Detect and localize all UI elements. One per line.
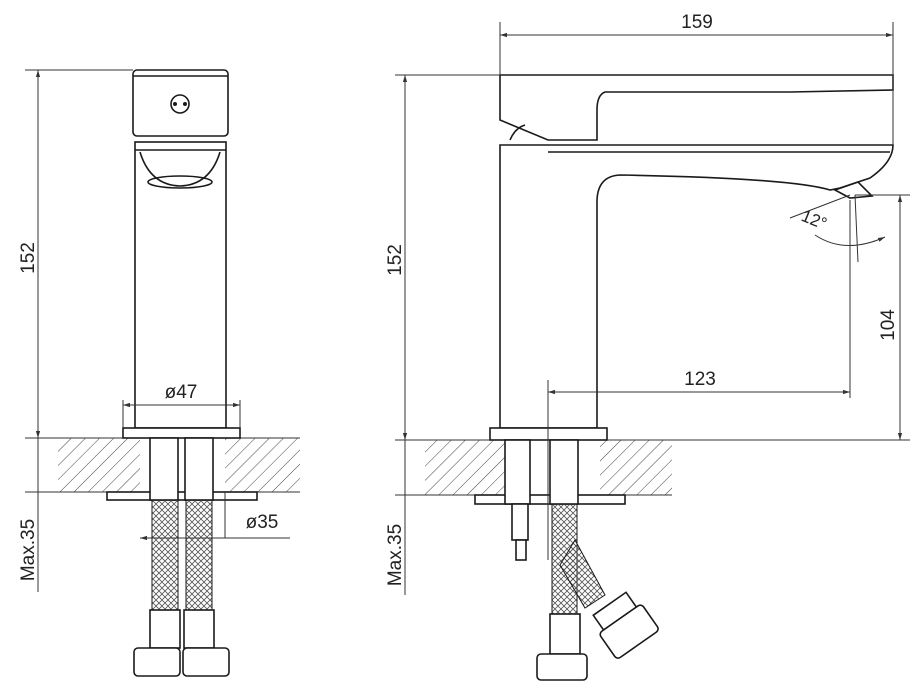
- hose-right: [185, 499, 213, 611]
- countertop-section: [58, 438, 140, 492]
- hose-left: [151, 499, 179, 611]
- front-view: 152 Max.35 ø47 ø35: [18, 69, 300, 677]
- reach-label: 123: [684, 369, 716, 390]
- aerator: [147, 175, 213, 189]
- side-max-thickness-label: Max.35: [385, 524, 406, 586]
- nut-angled: [599, 604, 659, 659]
- side-height-label: 152: [385, 244, 406, 276]
- spout-body: [499, 144, 894, 429]
- countertop-section-side: [425, 440, 505, 495]
- nut-left: [133, 647, 181, 677]
- aerator-side: [833, 181, 874, 199]
- length-label: 159: [681, 12, 713, 33]
- front-height-label: 152: [18, 242, 39, 274]
- angle-label: 12°: [799, 206, 830, 233]
- side-view: 159 152 Max.35 104 123 12°: [385, 12, 910, 681]
- hose-side-angled: [559, 538, 606, 609]
- handle-indicator: [170, 94, 190, 114]
- spout-height-label: 104: [878, 309, 899, 341]
- nut-right: [182, 647, 230, 677]
- lever-handle: [499, 74, 894, 141]
- base-plate: [122, 427, 241, 439]
- handle: [132, 69, 229, 137]
- base-diameter-label: ø47: [165, 382, 198, 403]
- faucet-body: [134, 141, 227, 429]
- hole-diameter-label: ø35: [246, 512, 279, 533]
- front-max-thickness-label: Max.35: [18, 519, 39, 581]
